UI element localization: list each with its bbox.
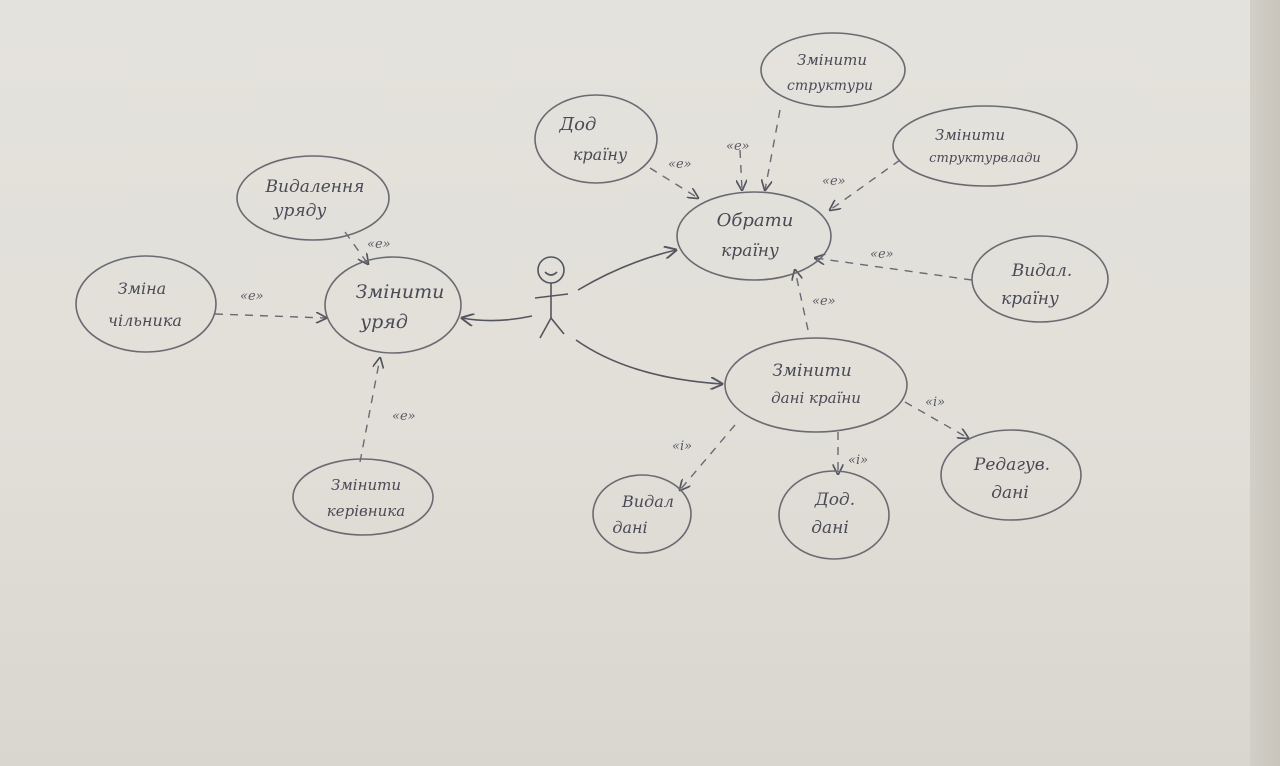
use-case-line: дані bbox=[811, 518, 849, 538]
use-case-line: Дод bbox=[559, 114, 597, 135]
use-case-dod-dani: Дод. дані bbox=[778, 470, 890, 560]
stereo-label: «e» bbox=[240, 289, 264, 304]
use-case-line: Видалення bbox=[265, 177, 365, 197]
use-case-line: країну bbox=[1001, 289, 1059, 309]
use-case-line: Дод. bbox=[814, 490, 855, 510]
use-case-obraty-krainu: Обрати країну bbox=[676, 191, 832, 281]
extend-edge-shtruktury-b bbox=[765, 109, 781, 190]
actor-stick-figure bbox=[534, 256, 569, 339]
stereo-label: «e» bbox=[822, 174, 846, 189]
use-case-line: Змінити bbox=[772, 361, 851, 381]
use-case-line: Видал. bbox=[1011, 261, 1073, 281]
use-case-line: країну bbox=[573, 145, 628, 164]
stereo-label: «e» bbox=[726, 139, 750, 154]
use-case-line: Видал bbox=[621, 492, 674, 511]
stereo-label: «e» bbox=[668, 157, 692, 172]
stereotype-labels: «e» «e» «e» «e» «e» «e» «e» «e» «i» «i» … bbox=[240, 139, 945, 468]
use-case-line: структури bbox=[787, 78, 873, 94]
use-case-dod-krainu: Дод країну bbox=[534, 94, 658, 184]
use-case-line: країну bbox=[721, 241, 779, 261]
extend-edge-vydalennia bbox=[344, 231, 368, 264]
use-case-zmina-chyselnyku: Зміна чільника bbox=[75, 255, 217, 353]
use-case-line: Змінити bbox=[935, 126, 1005, 144]
use-case-line: дані bbox=[612, 518, 647, 537]
use-case-line: чільника bbox=[108, 311, 182, 330]
use-case-zminyty-kerivnyka: Змінити керівника bbox=[292, 458, 434, 536]
use-case-vydal-dani: Видал дані bbox=[592, 474, 692, 554]
actor-right-leg bbox=[550, 317, 565, 335]
use-case-zminyty-dani-krainy: Змінити дані країни bbox=[724, 337, 908, 433]
use-case-line: структурвлади bbox=[929, 151, 1041, 166]
paper-edge bbox=[1250, 0, 1280, 766]
actor-arms bbox=[534, 293, 569, 299]
use-case-line: Змінити bbox=[356, 281, 445, 303]
association-obraty-krainu bbox=[577, 250, 676, 291]
extend-edge-dod-krainu bbox=[649, 167, 698, 198]
stereo-label: «e» bbox=[367, 237, 391, 252]
actor-left-leg bbox=[539, 317, 552, 339]
use-case-line: Редагув. bbox=[973, 455, 1050, 475]
stereo-label: «e» bbox=[812, 294, 836, 309]
stereo-label: «i» bbox=[672, 439, 692, 454]
extend-edge-vydal-krainu bbox=[815, 258, 973, 281]
extend-edge-chyselnyk bbox=[214, 314, 326, 318]
include-edge-vydal-dani bbox=[680, 424, 736, 490]
stereo-label: «e» bbox=[870, 247, 894, 262]
use-case-zminyty-shtruktury: Змінити структури bbox=[760, 32, 906, 108]
extend-edge-kerivnyk bbox=[359, 358, 380, 463]
use-case-zminyty-strukturu-vlady: Змінити структурвлади bbox=[892, 105, 1078, 187]
connectors bbox=[214, 109, 973, 490]
use-case-vydal-krainu: Видал. країну bbox=[971, 235, 1109, 323]
use-case-redaguv-dani: Редагув. дані bbox=[940, 429, 1082, 521]
include-edge-redaguv bbox=[904, 401, 968, 438]
use-case-line: керівника bbox=[327, 502, 405, 520]
actor-head bbox=[537, 256, 565, 284]
extend-edge-zminyty-dani bbox=[795, 270, 809, 331]
use-case-line: уряд bbox=[359, 311, 408, 333]
use-case-zminyty-uriad: Змінити уряд bbox=[324, 256, 462, 354]
actor-smile bbox=[544, 271, 558, 276]
use-case-line: Обрати bbox=[717, 210, 794, 231]
stereo-label: «i» bbox=[925, 395, 945, 410]
use-case-line: дані bbox=[991, 483, 1029, 503]
use-case-line: Зміна bbox=[118, 279, 166, 298]
use-case-line: Змінити bbox=[331, 476, 401, 494]
association-zminyty-uriad bbox=[462, 316, 533, 321]
use-case-line: дані країни bbox=[771, 389, 861, 407]
stereo-label: «e» bbox=[392, 409, 416, 424]
use-case-line: уряду bbox=[273, 201, 327, 221]
stereo-label: «i» bbox=[848, 453, 868, 468]
use-case-line: Змінити bbox=[797, 51, 867, 69]
extend-edge-shtruktury-a bbox=[740, 149, 742, 190]
use-case-vydalennia-uriadu: Видалення уряду bbox=[236, 155, 390, 241]
association-zminyty-dani bbox=[575, 339, 722, 384]
